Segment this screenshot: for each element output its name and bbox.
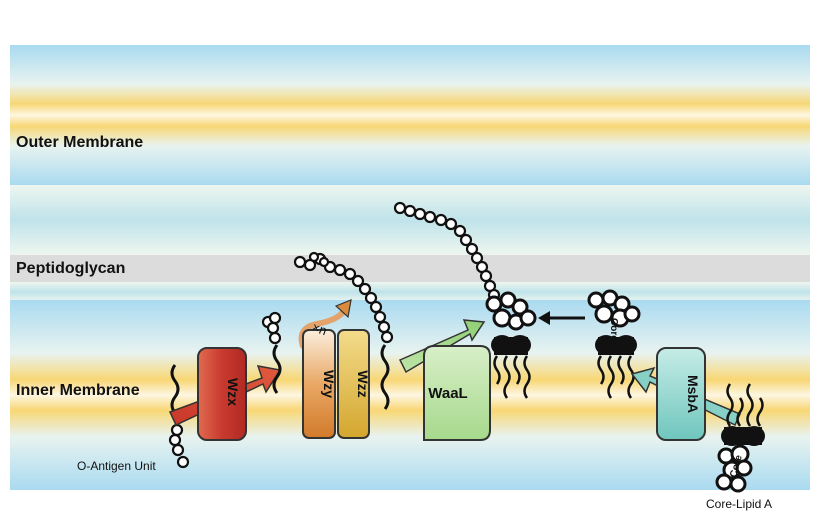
wzz-label: Wzz: [355, 370, 371, 397]
outer-membrane-label: Outer Membrane: [16, 134, 144, 151]
inner-membrane-label: Inner Membrane: [16, 382, 140, 399]
polymerization-label: ×n: [310, 319, 329, 338]
msba-protein: [656, 347, 706, 441]
polymerize-arrow-icon: [298, 309, 346, 349]
peptidoglycan-band: [10, 255, 810, 282]
waal-label: WaaL: [428, 385, 467, 402]
periplasm-band: [10, 185, 810, 255]
flipped-o-antigen: [261, 311, 282, 394]
wzx-protein: [197, 347, 247, 441]
periplasm-band-lower: [10, 282, 810, 302]
wzy-protein: [302, 329, 336, 439]
core-lipid-a-label: Core-Lipid A: [706, 497, 773, 511]
wzy-label: Wzy: [321, 370, 337, 398]
waal-protein: [423, 345, 491, 441]
msba-label: MsbA: [685, 375, 701, 413]
core-lipid-a-upper: Core: [587, 289, 641, 399]
polymerize-arrowhead-icon: [334, 299, 352, 319]
wzz-protein: [337, 329, 370, 439]
wzx-label: Wzx: [225, 378, 241, 406]
o-antigen-sugar-chain: [168, 423, 190, 469]
core-label-upper: Core: [608, 318, 619, 341]
peptidoglycan-label: Peptidoglycan: [16, 260, 126, 277]
o-antigen-polymer: [293, 251, 394, 410]
core-lipid-a-lower: Core: [715, 383, 765, 493]
mature-lps-molecule: [393, 201, 537, 399]
outer-membrane-band: [10, 45, 810, 185]
core-transfer-arrowhead-icon: [538, 311, 550, 325]
o-antigen-unit-label: O-Antigen Unit: [77, 459, 156, 473]
